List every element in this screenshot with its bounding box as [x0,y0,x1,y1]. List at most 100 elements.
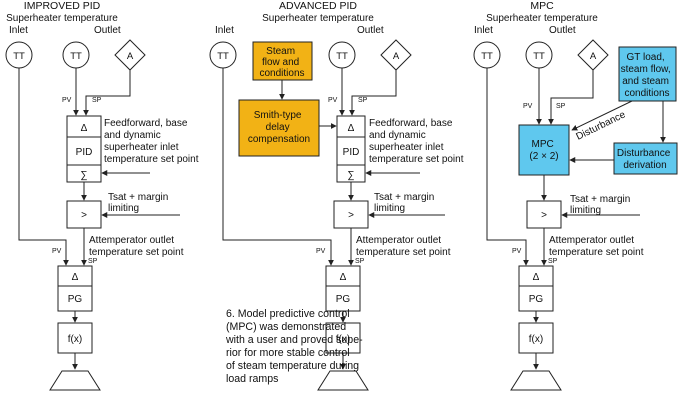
disturbance-derivation-text: Disturbance derivation [617,148,673,171]
limiter-symbol: > [541,210,547,221]
pg-label: PG [68,294,83,305]
panel-title: ADVANCED PID [279,0,357,12]
disturbance-derivation-box [613,142,678,175]
attemperator-text: Attemperator outlet temperature set poin… [89,235,184,258]
tt-outlet-label: TT [336,51,348,62]
panel-improved-pid: IMPROVED PID Superheater temperature Inl… [5,0,199,391]
smith-delay-box [238,99,320,157]
inlet-pv-line [486,68,529,266]
pv2-label: PV [316,248,326,255]
panel-subtitle: Superheater temperature [6,13,118,24]
tt-outlet-label: TT [70,51,82,62]
tt-outlet-label: TT [533,51,545,62]
sp-line [349,70,397,116]
valve-trapezoid [49,370,101,391]
tt-inlet-label: TT [481,51,493,62]
sp2-label: SP [88,258,98,265]
steam-flow-box [252,41,313,81]
valve-trapezoid [510,370,562,391]
inlet-label: Inlet [9,25,28,36]
caption-line: rior for more stable control [226,347,350,359]
gt-load-box [618,46,677,102]
sp2-label: SP [355,258,365,265]
pv-label: PV [328,97,338,104]
tsat-text: Tsat + margin limiting [570,194,633,216]
fx-label: f(x) [336,334,350,345]
inlet-label: Inlet [215,25,234,36]
caption-line: of steam temperature during [226,360,360,372]
sp-label: SP [358,97,368,104]
pid-block [66,115,102,183]
pg-label: PG [336,294,351,305]
caption-line: (MPC) was demonstrated [226,321,347,333]
tsat-text: Tsat + margin limiting [374,192,437,214]
tsat-text: Tsat + margin limiting [108,192,171,214]
caption-line: 6. Model predictive control [226,308,350,320]
pv2-label: PV [512,248,522,255]
feedforward-text: Feedforward, base and dynamic superheate… [104,118,199,165]
delta-symbol: Δ [81,123,88,134]
sp-label: SP [92,97,102,104]
caption-line: load ramps [226,373,279,385]
sum-symbol: ∑ [80,170,87,181]
pv-label: PV [523,103,533,110]
mpc-text: MPC (2 × 2) [529,139,558,162]
limiter-block [526,200,562,229]
pid-block [336,115,366,183]
steam-flow-text: Steam flow and conditions [259,46,304,79]
outlet-label: Outlet [549,25,576,36]
limiter-symbol: > [348,210,354,221]
fx-label: f(x) [68,334,82,345]
sp-line [83,70,131,116]
delta2-symbol: Δ [340,272,347,283]
sp-label: SP [556,103,566,110]
analyzer-label: A [393,51,400,62]
inlet-label: Inlet [474,25,493,36]
attemperator-text: Attemperator outlet temperature set poin… [549,235,644,258]
fx-block [325,322,361,354]
gt-load-text: GT load, steam flow, and steam condition… [621,52,674,99]
tt-inlet-label: TT [217,51,229,62]
valve-trapezoid [317,370,369,391]
delta2-symbol: Δ [533,272,540,283]
analyzer-label: A [590,51,597,62]
panel-title: MPC [530,0,554,12]
limiter-block [333,200,369,229]
analyzer-label: A [127,51,134,62]
pv2-label: PV [52,248,62,255]
pid-label: PID [343,147,360,158]
delta-symbol: Δ [348,123,355,134]
pg-block [57,265,93,312]
fx-block [518,322,554,354]
outlet-label: Outlet [94,25,121,36]
limiter-block [66,200,102,229]
mpc-block [518,124,570,176]
caption-line: with a user and proved supe- [226,334,363,346]
panel-title: IMPROVED PID [24,0,101,12]
panel-advanced-pid: ADVANCED PID Superheater temperature Inl… [209,0,464,391]
sp2-label: SP [548,258,558,265]
panel-mpc: MPC Superheater temperature Inlet Outlet… [473,0,678,391]
smith-delay-text: Smith-type delay compensation [248,110,310,145]
pv-label: PV [62,97,72,104]
pg-label: PG [529,294,544,305]
delta2-symbol: Δ [72,272,79,283]
pid-label: PID [76,147,93,158]
outlet-label: Outlet [357,25,384,36]
panel-subtitle: Superheater temperature [486,13,598,24]
pg-block [518,265,554,312]
panel-subtitle: Superheater temperature [262,13,374,24]
tt-inlet-label: TT [13,51,25,62]
limiter-symbol: > [81,210,87,221]
figure-caption: 6. Model predictive control (MPC) was de… [226,308,466,386]
sum-symbol: ∑ [347,170,354,181]
feedforward-text: Feedforward, base and dynamic superheate… [369,118,464,165]
inlet-pv-line [222,68,334,266]
inlet-pv-line [18,68,69,266]
attemperator-text: Attemperator outlet temperature set poin… [356,235,451,258]
fx-label: f(x) [529,334,543,345]
disturbance-arrow [571,100,633,131]
disturbance-label: Disturbance [574,109,627,142]
